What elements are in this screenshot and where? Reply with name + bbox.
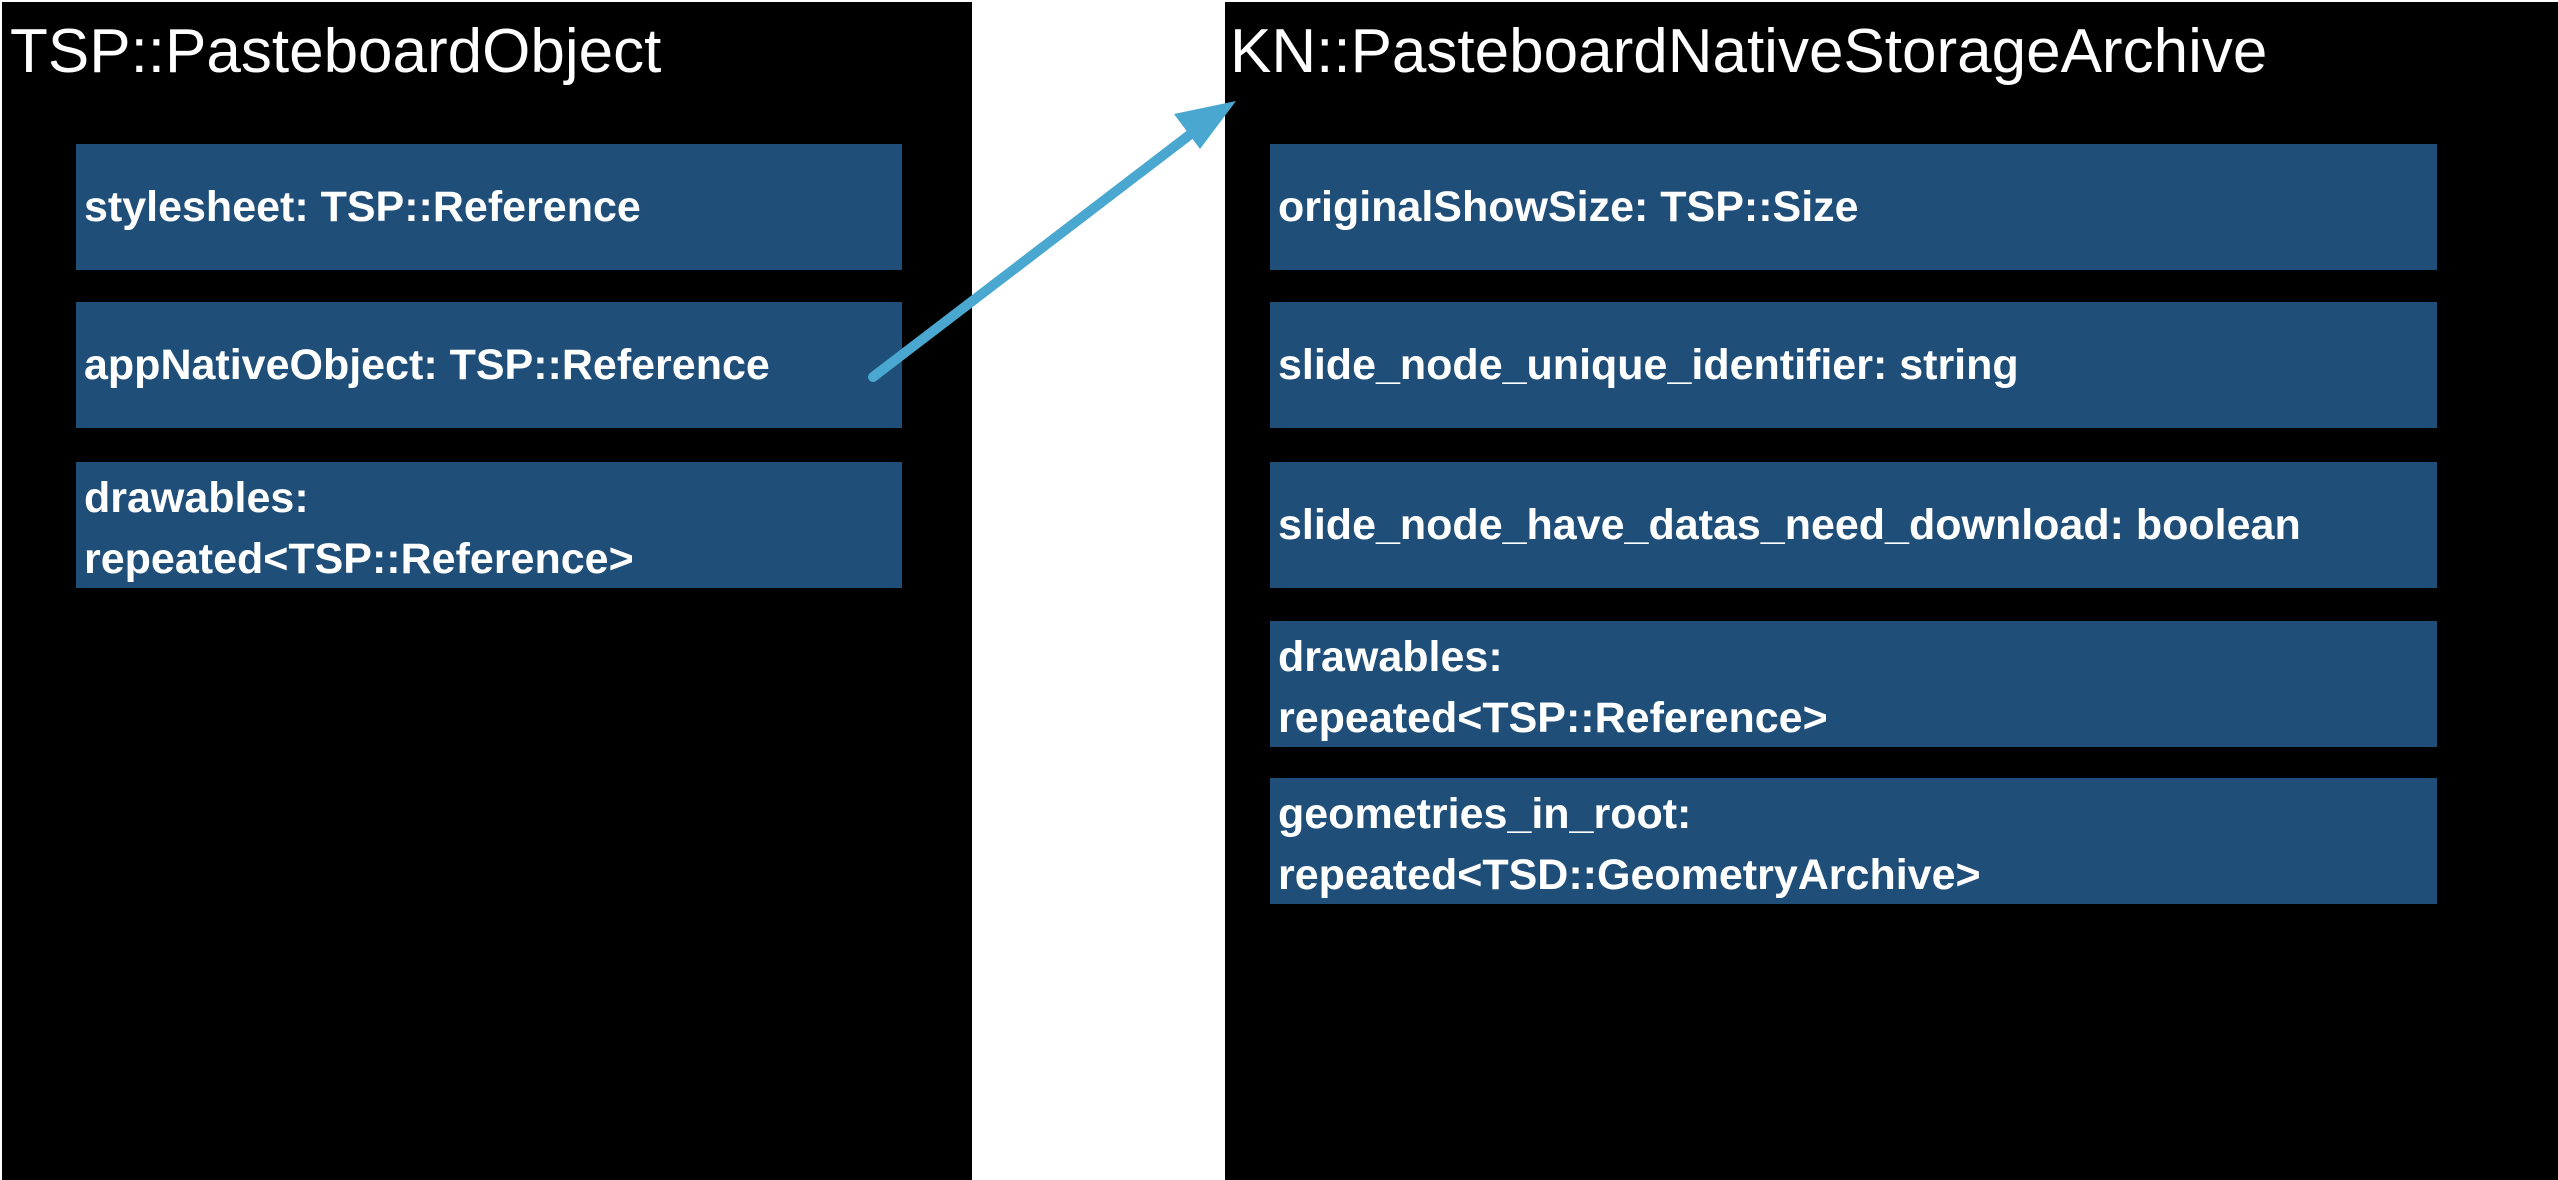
field-app-native-object: appNativeObject: TSP::Reference [76,302,902,428]
field-drawables: drawables: repeated<TSP::Reference> [1270,621,2437,747]
field-stylesheet: stylesheet: TSP::Reference [76,144,902,270]
field-slide-node-have-datas-need-download: slide_node_have_datas_need_download: boo… [1270,462,2437,588]
pasteboard-object-title: TSP::PasteboardObject [10,17,662,86]
pasteboard-native-storage-archive-box: KN::PasteboardNativeStorageArchive origi… [1225,2,2558,1180]
field-slide-node-unique-identifier: slide_node_unique_identifier: string [1270,302,2437,428]
pasteboard-native-storage-archive-title: KN::PasteboardNativeStorageArchive [1230,17,2268,86]
pasteboard-object-box: TSP::PasteboardObject stylesheet: TSP::R… [2,2,972,1180]
field-drawables: drawables: repeated<TSP::Reference> [76,462,902,588]
field-geometries-in-root: geometries_in_root: repeated<TSD::Geomet… [1270,778,2437,904]
field-original-show-size: originalShowSize: TSP::Size [1270,144,2437,270]
